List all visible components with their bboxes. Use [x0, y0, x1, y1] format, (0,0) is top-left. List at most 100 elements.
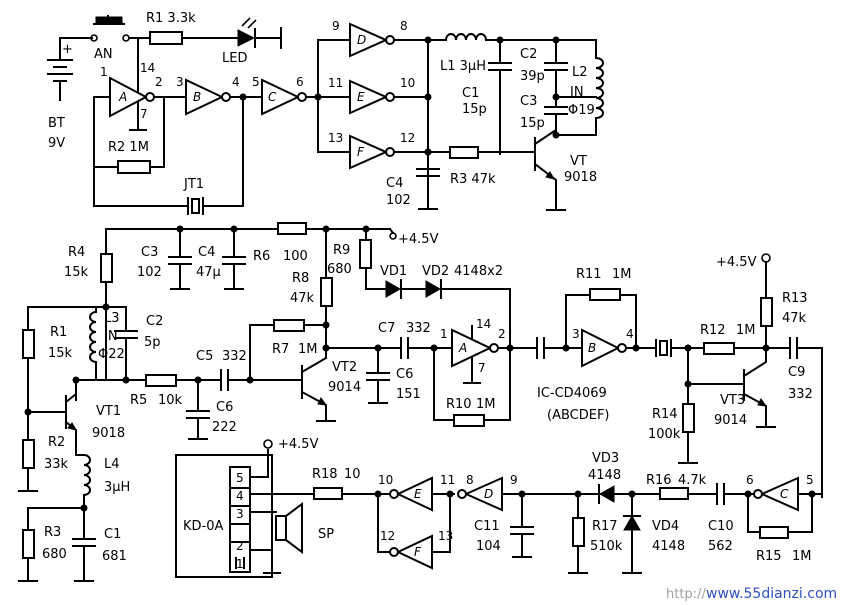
resistor-r3-mid [22, 529, 35, 559]
bot-pin-11: 11 [440, 473, 455, 487]
diode-vd3: VD3 4148 [588, 451, 661, 504]
svg-text:B: B [588, 341, 596, 355]
resistor-r16 [659, 487, 689, 500]
svg-text:B: B [193, 90, 201, 104]
l1-label: L1 3μH [440, 59, 486, 74]
gate-b-top: B [185, 78, 231, 116]
c9-value: 332 [788, 387, 813, 402]
svg-text:C: C [780, 487, 789, 501]
r12-value: 1M [736, 323, 756, 338]
resistor-r11 [589, 288, 621, 301]
inductor-l1: L1 3μH [440, 33, 488, 74]
resistor-r8 [320, 277, 333, 307]
svg-text:E: E [414, 487, 422, 501]
r2-mid-label: R2 [48, 435, 65, 450]
resistor-r13 [760, 297, 773, 327]
transistor-vt3: VT3 9014 [714, 347, 768, 428]
resistor-r9 [359, 239, 372, 269]
battery-plus-sign: + [62, 42, 73, 57]
resistor-r18 [313, 487, 343, 500]
r13-value: 47k [782, 311, 807, 326]
c6b-label: C6 [396, 367, 413, 382]
c6-mid-label: C6 [216, 400, 233, 415]
l2-dia: Φ19 [568, 103, 595, 118]
jt1-label: JT1 [183, 177, 204, 192]
c4-top-label: C4 [386, 176, 403, 191]
resistor-r10 [453, 414, 485, 427]
c9-label: C9 [788, 365, 805, 380]
pin-1: 1 [100, 65, 108, 79]
mid-pin-2: 2 [498, 327, 506, 341]
pin-13: 13 [328, 131, 343, 145]
l2-label: L2 [572, 65, 588, 80]
r14-value: 100k [648, 427, 681, 442]
gate-c-bottom: C [753, 476, 799, 512]
c5-mid-value: 332 [222, 349, 247, 364]
c6-mid-value: 222 [212, 420, 237, 435]
pin-9: 9 [332, 19, 340, 33]
r10-label: R10 [446, 397, 472, 412]
gate-a-mid: A [451, 328, 499, 368]
ic-label: IC-CD4069 [537, 386, 607, 401]
resistor-r5 [145, 374, 177, 387]
vcc-label-bot: +4.5V [278, 437, 319, 452]
r17-value: 510k [590, 539, 623, 554]
inductor-l4: L4 3μH [82, 453, 130, 509]
vd4-part: 4148 [652, 539, 685, 554]
l3-label: L3 [104, 311, 120, 326]
r18-label: R18 [312, 467, 338, 482]
vt1-label: VT1 [96, 404, 121, 419]
vd3-label: VD3 [592, 451, 619, 466]
r10-value: 1M [476, 397, 496, 412]
bot-pin-9: 9 [510, 473, 518, 487]
svg-text:E: E [357, 90, 365, 104]
battery-ref: BT [48, 116, 65, 131]
r1-mid-value: 15k [48, 346, 73, 361]
resistor-r2-top [117, 160, 151, 174]
speaker-label: SP [318, 527, 334, 542]
r16-value: 4.7k [678, 473, 707, 488]
bot-pin-10: 10 [378, 473, 393, 487]
mid-pin-4: 4 [626, 327, 634, 341]
l3-dia: Φ22 [98, 347, 125, 362]
diode-vd1: VD1 [380, 264, 427, 299]
c3-top-label: C3 [520, 94, 537, 109]
svg-text:F: F [414, 545, 422, 559]
ic-gates: (ABCDEF) [547, 408, 610, 423]
r3-top-label: R3 47k [450, 172, 496, 187]
c3-mid-label: C3 [141, 245, 158, 260]
c6b-value: 151 [396, 387, 421, 402]
r17-label: R17 [592, 519, 618, 534]
vd2-label: VD2 [422, 264, 449, 279]
led-indicator: LED [222, 17, 282, 66]
r1-mid-label: R1 [50, 325, 67, 340]
r9-label: R9 [333, 243, 350, 258]
r1-label: R1 3.3k [146, 11, 196, 26]
vt2-part: 9014 [328, 380, 361, 395]
vt3-label: VT3 [720, 393, 745, 408]
svg-text:D: D [357, 33, 366, 47]
r5-label: R5 [130, 393, 147, 408]
c1-top-value: 15p [462, 102, 487, 117]
bot-pin-5: 5 [806, 473, 814, 487]
mid-pin-7: 7 [478, 361, 486, 375]
inductor-l2: L2 IN Φ19 [568, 39, 604, 136]
resistor-r6 [277, 222, 307, 235]
kd-pin-2: 2 [236, 539, 244, 553]
gate-d-bottom: D [457, 476, 503, 512]
kd-0a-module: KD-0A 5 4 3 2 1 [175, 454, 273, 578]
pin-6: 6 [296, 75, 304, 89]
resistor-r12 [703, 342, 735, 355]
speaker-sp: SP [275, 502, 334, 554]
r12-label: R12 [700, 323, 726, 338]
crystal-jt1: JT1 [93, 177, 244, 215]
resistor-r14 [682, 403, 695, 433]
gate-d-top: D [349, 22, 395, 58]
pin-14: 14 [140, 61, 155, 75]
bot-pin-6: 6 [746, 473, 754, 487]
vd1-label: VD1 [380, 264, 407, 279]
pin-7: 7 [140, 107, 148, 121]
r3-mid-label: R3 [44, 525, 61, 540]
c2-top-label: C2 [520, 47, 537, 62]
